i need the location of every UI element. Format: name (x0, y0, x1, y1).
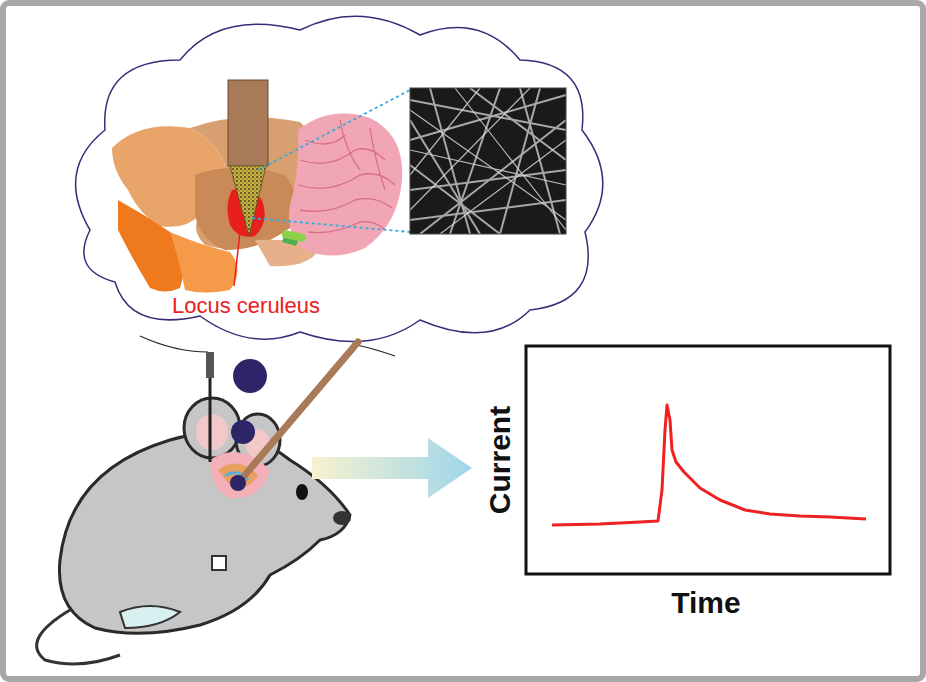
axis-label: Time (671, 588, 740, 618)
zoom-line (252, 218, 410, 232)
leader-line (234, 232, 240, 286)
frame (3, 3, 923, 679)
electrode-tip (230, 166, 266, 236)
electrode-rod (244, 342, 358, 476)
chart-frame (526, 346, 890, 574)
sem-image (410, 88, 566, 234)
region-label: Locus ceruleus (172, 295, 320, 317)
zoom-line (258, 90, 410, 170)
thought-bubble (230, 475, 246, 491)
electrode-shaft (228, 80, 268, 166)
mouse (37, 398, 351, 664)
wire (140, 336, 208, 352)
axis-label: Current (485, 406, 515, 514)
thought-cloud (76, 16, 603, 341)
thought-bubble (231, 420, 255, 444)
connector (206, 352, 214, 378)
current-trace (552, 405, 866, 525)
flow-arrow (312, 438, 472, 498)
thought-bubble (233, 359, 267, 393)
